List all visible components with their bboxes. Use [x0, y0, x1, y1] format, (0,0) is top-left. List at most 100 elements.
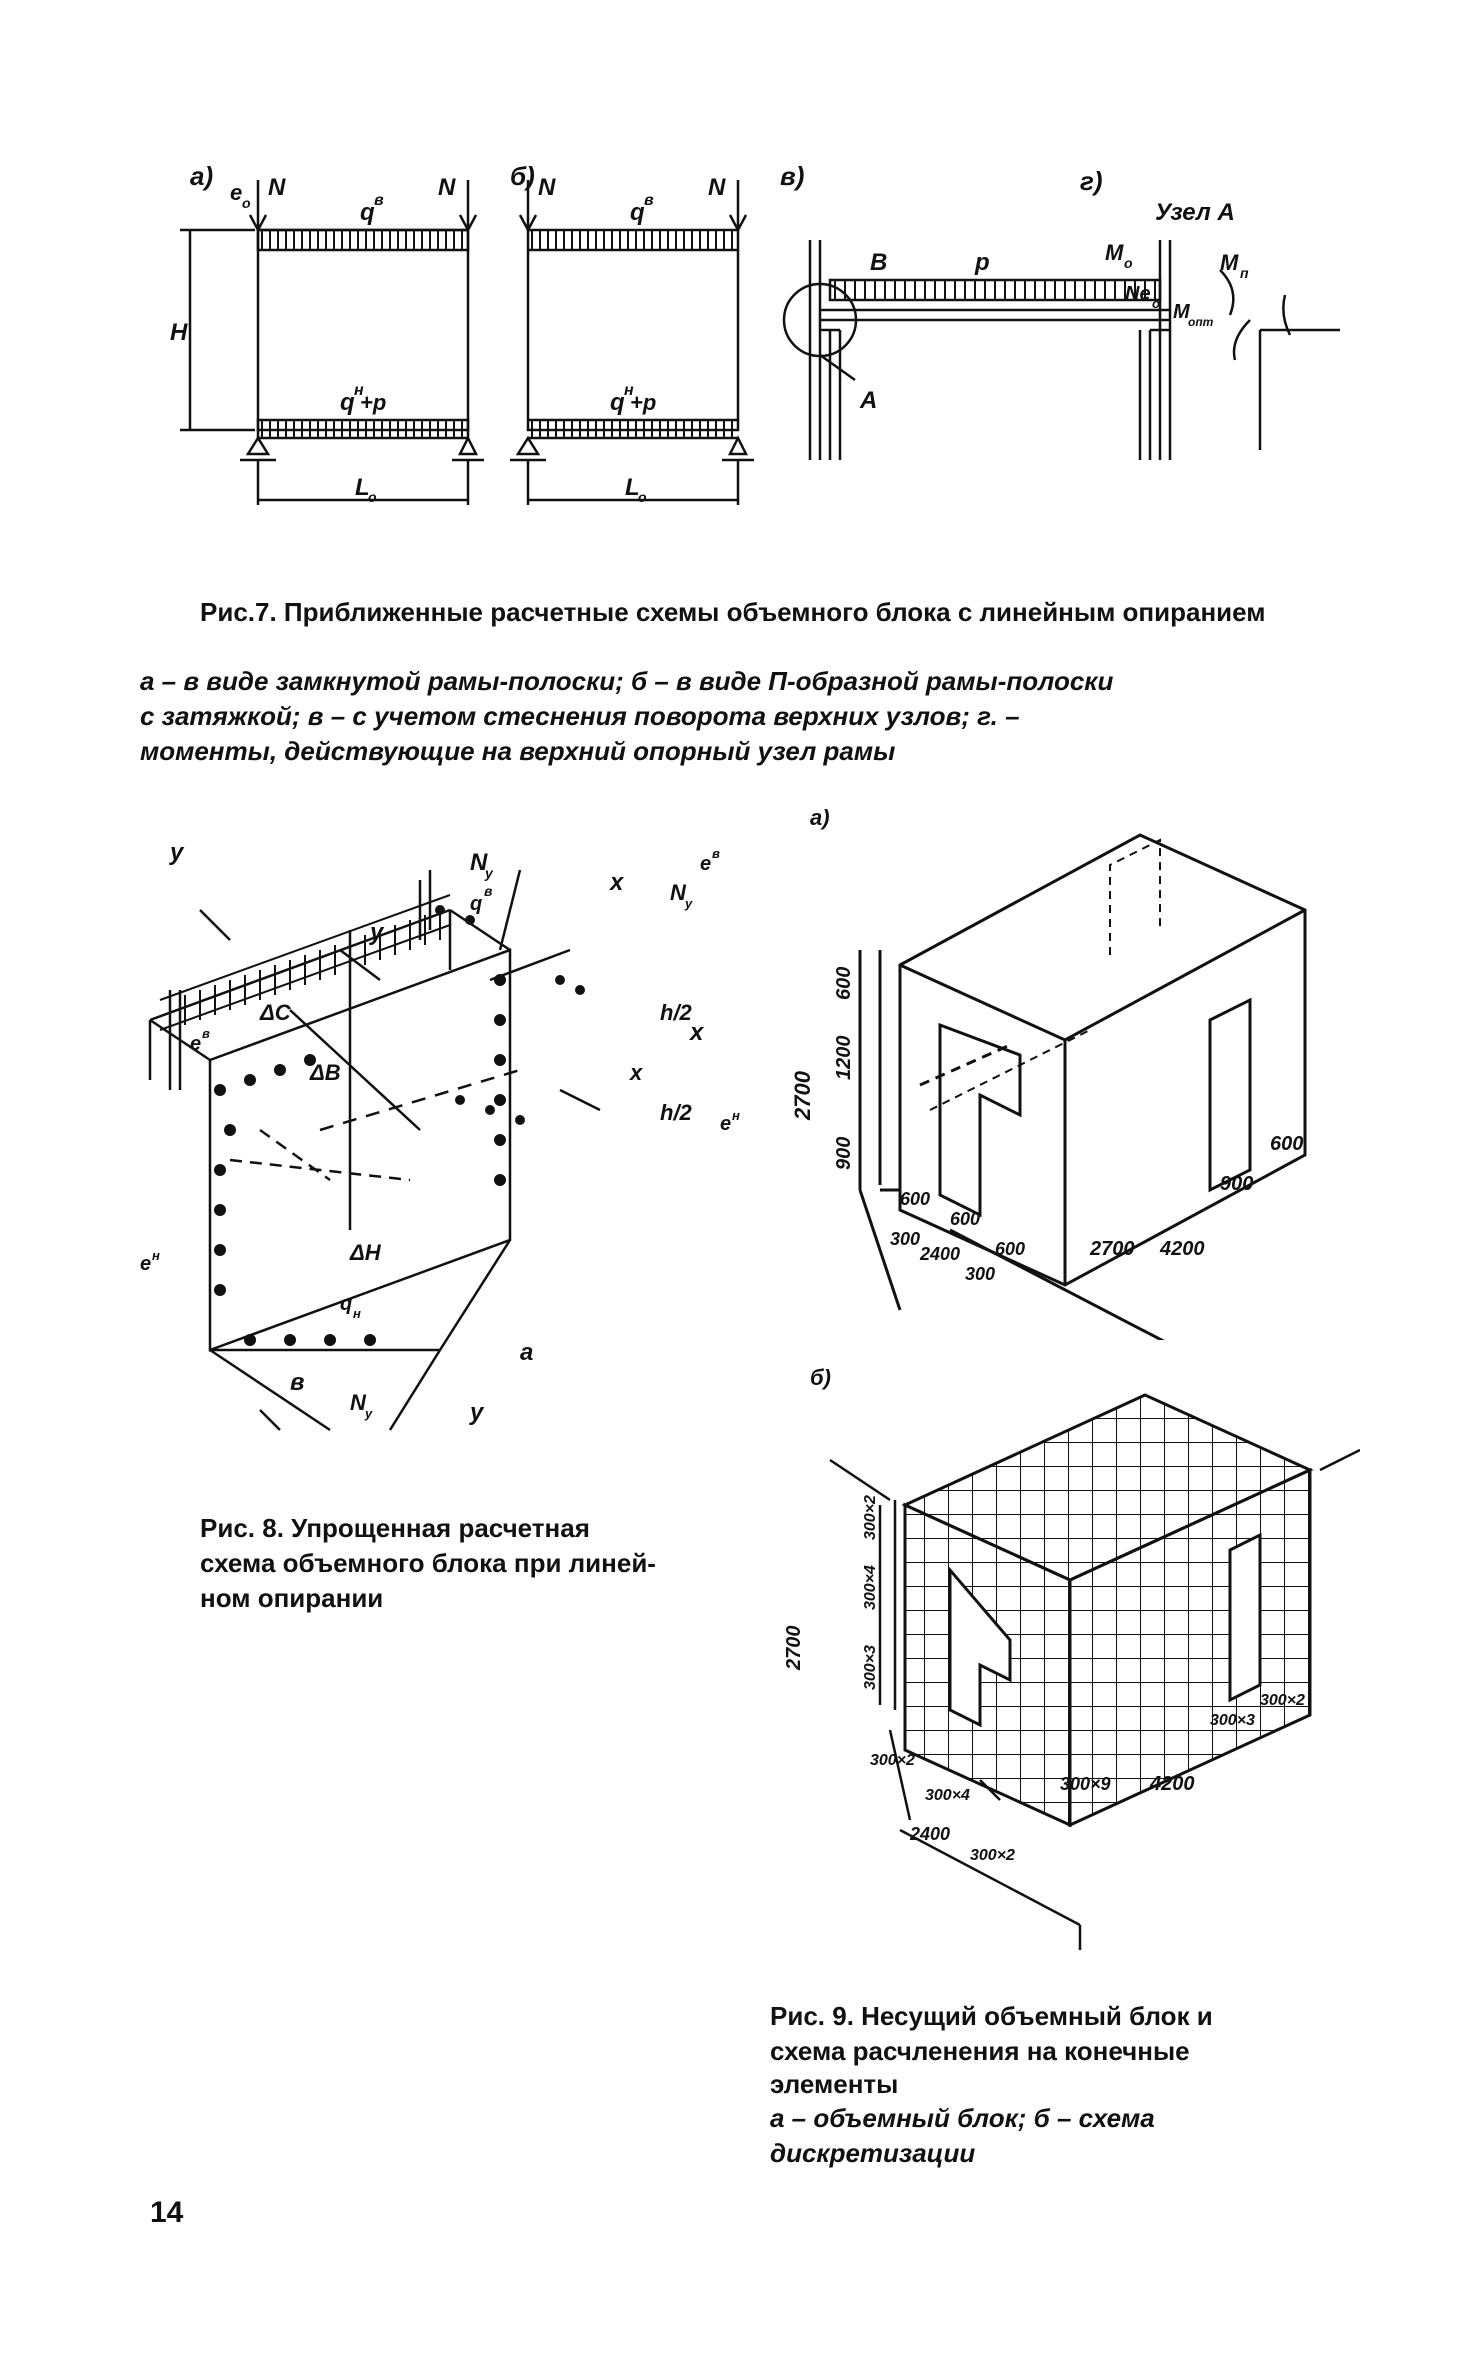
svg-text:h/2: h/2 [660, 1100, 693, 1125]
svg-text:h/2: h/2 [660, 1000, 693, 1025]
fig9-caption-title-2: схема расчленения на конечные [770, 2036, 1190, 2066]
svg-text:1200: 1200 [833, 1036, 855, 1081]
svg-text:Ne: Ne [1125, 283, 1151, 305]
svg-text:N: N [350, 1390, 367, 1415]
page-number: 14 [150, 2196, 184, 2229]
svg-text:A: A [859, 387, 877, 414]
svg-text:Узел А: Узел А [1155, 199, 1235, 226]
svg-text:B: B [870, 249, 887, 276]
svg-text:300×3: 300×3 [862, 1645, 879, 1690]
fig7-caption-title: Рис.7. Приближенные расчетные схемы объе… [200, 597, 1266, 627]
svg-text:L: L [625, 474, 640, 501]
fig9b-diagram: 2700 300×2 300×4 300×3 300×2 300×4 2400 … [783, 1393, 1360, 1950]
svg-text:4200: 4200 [1149, 1773, 1195, 1795]
svg-text:N: N [670, 880, 687, 905]
fig8-caption-2: схема объемного блока при линей- [200, 1548, 656, 1578]
fig7-caption-line-2: с затяжкой; в – с учетом стеснения повор… [140, 701, 1020, 731]
fig7-label-b: б) [510, 161, 535, 191]
svg-text:q: q [360, 199, 375, 226]
svg-text:300: 300 [890, 1229, 920, 1249]
fig7-caption-line-1: а – в виде замкнутой рамы-полоски; б – в… [140, 666, 1114, 696]
fig8-diagram: N y q в x y x x y ΔC ΔB ΔH h/2 h/2 N y e… [140, 839, 740, 1432]
svg-text:o: o [638, 489, 647, 505]
fig9a-diagram: 2700 600 1200 900 600 600 300 2400 300 6… [790, 833, 1307, 1340]
svg-text:q: q [610, 389, 625, 416]
svg-text:y: y [484, 865, 494, 881]
fig9-label-b: б) [810, 1365, 831, 1390]
fig7-diagram: а) б) в) г) N N N N q в q в q н +p q н +… [170, 161, 1340, 505]
svg-text:N: N [538, 174, 556, 201]
svg-text:+p: +p [360, 390, 386, 415]
svg-text:600: 600 [900, 1189, 930, 1209]
svg-text:п: п [1240, 265, 1249, 281]
svg-text:q: q [340, 1293, 352, 1315]
svg-text:в: в [644, 192, 654, 209]
svg-text:e: e [140, 1253, 151, 1275]
svg-text:600: 600 [833, 967, 855, 1000]
svg-text:300×2: 300×2 [970, 1847, 1015, 1864]
svg-text:600: 600 [995, 1239, 1025, 1259]
svg-text:600: 600 [950, 1209, 980, 1229]
svg-text:M: M [1105, 240, 1124, 265]
svg-text:H: H [170, 319, 188, 346]
svg-text:+p: +p [630, 390, 656, 415]
svg-text:2700: 2700 [790, 1070, 815, 1121]
svg-text:x: x [629, 1060, 643, 1085]
svg-text:y: y [469, 1399, 485, 1426]
svg-text:900: 900 [1220, 1173, 1253, 1195]
svg-text:y: y [169, 839, 185, 866]
svg-text:4200: 4200 [1159, 1238, 1205, 1260]
svg-text:300×3: 300×3 [1210, 1712, 1255, 1729]
svg-text:L: L [355, 474, 370, 501]
svg-text:y: y [684, 896, 693, 911]
svg-text:N: N [438, 174, 456, 201]
svg-text:в: в [374, 192, 384, 209]
svg-text:q: q [340, 389, 355, 416]
svg-text:N: N [470, 849, 488, 876]
svg-text:x: x [688, 1019, 705, 1046]
fig9-caption-line-2: дискретизации [770, 2138, 976, 2168]
fig8-caption-1: Рис. 8. Упрощенная расчетная [200, 1513, 590, 1543]
fig7-label-a: а) [190, 161, 213, 191]
svg-text:o: o [242, 195, 251, 211]
svg-text:ΔC: ΔC [259, 1000, 292, 1025]
svg-text:q: q [470, 893, 482, 915]
fig7-label-g: г) [1080, 166, 1103, 196]
svg-text:300: 300 [965, 1264, 995, 1284]
svg-text:y: y [364, 1406, 373, 1421]
svg-text:e: e [700, 853, 711, 875]
fig7-label-v: в) [780, 161, 804, 191]
svg-text:опт: опт [1188, 315, 1214, 329]
svg-text:p: p [974, 249, 990, 276]
svg-text:N: N [708, 174, 726, 201]
svg-text:2400: 2400 [919, 1244, 960, 1264]
svg-text:a: a [520, 1339, 533, 1366]
svg-text:300×4: 300×4 [862, 1565, 879, 1610]
svg-text:N: N [268, 174, 286, 201]
fig7-caption-line-3: моменты, действующие на верхний опорный … [140, 736, 896, 766]
svg-text:o: o [1152, 296, 1160, 311]
fig9-label-a: а) [810, 805, 830, 830]
svg-text:н: н [152, 1248, 160, 1263]
svg-text:M: M [1173, 301, 1191, 323]
svg-text:н: н [732, 1108, 740, 1123]
svg-text:в: в [290, 1369, 305, 1396]
fig9-caption-line-1: а – объемный блок; б – схема [770, 2103, 1155, 2133]
svg-text:ΔB: ΔB [309, 1060, 341, 1085]
svg-text:900: 900 [833, 1137, 855, 1170]
svg-text:2400: 2400 [909, 1824, 950, 1844]
svg-text:o: o [368, 489, 377, 505]
svg-text:н: н [624, 382, 634, 399]
fig8-caption-3: ном опирании [200, 1583, 384, 1613]
svg-text:q: q [630, 199, 645, 226]
svg-text:e: e [190, 1033, 201, 1055]
svg-text:в: в [202, 1026, 210, 1041]
svg-text:M: M [1220, 250, 1239, 275]
svg-text:в: в [712, 846, 720, 861]
svg-text:н: н [354, 382, 364, 399]
svg-text:2700: 2700 [1089, 1238, 1135, 1260]
svg-text:300×2: 300×2 [862, 1495, 879, 1540]
svg-text:ΔH: ΔH [349, 1240, 382, 1265]
svg-text:600: 600 [1270, 1133, 1303, 1155]
svg-text:300×2: 300×2 [1260, 1692, 1305, 1709]
